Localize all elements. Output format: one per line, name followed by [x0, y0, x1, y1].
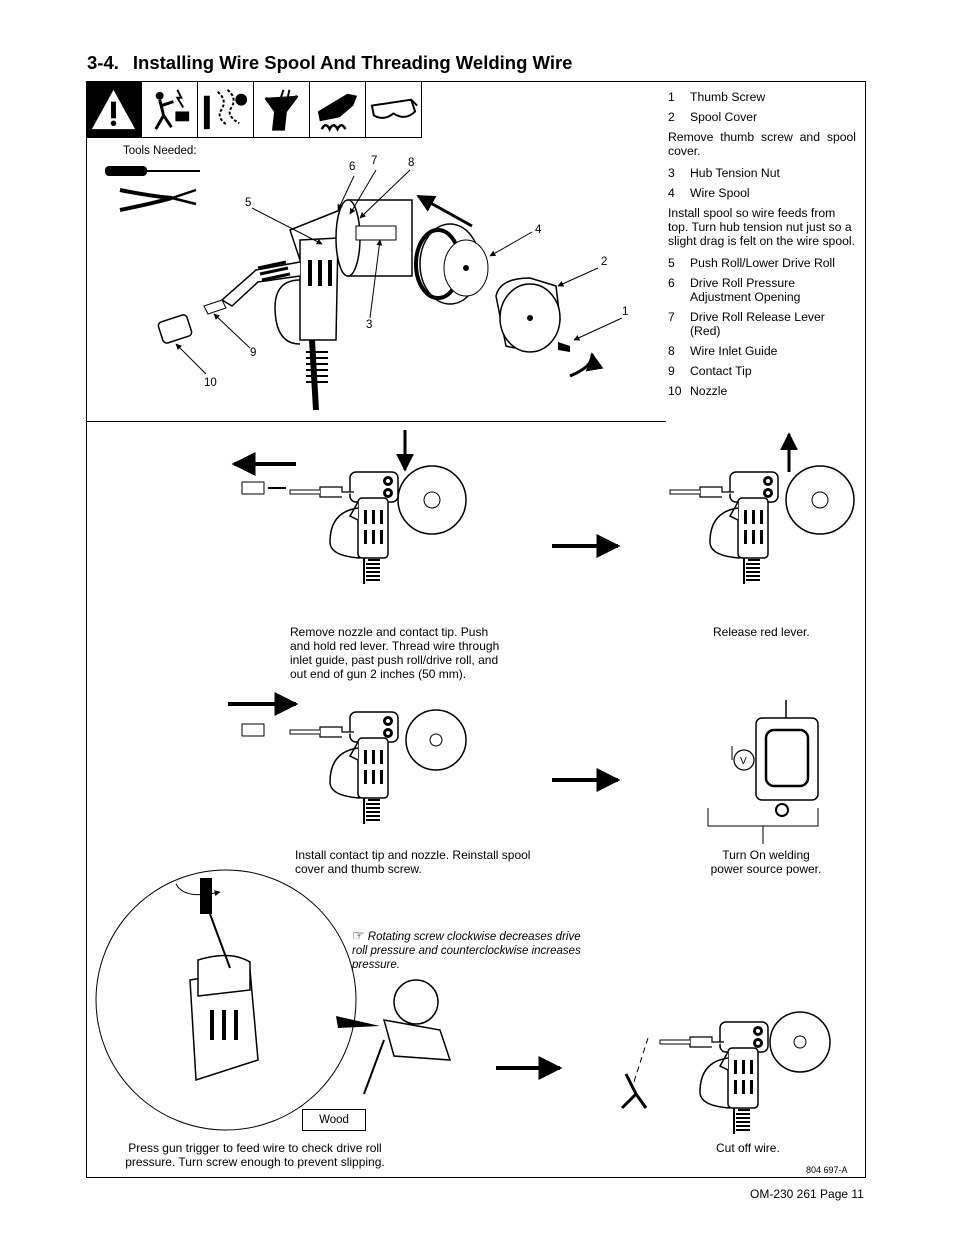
- step6-illustration: [620, 1011, 831, 1135]
- step1-caption: Remove nozzle and contact tip. Push and …: [290, 625, 500, 681]
- svg-text:V: V: [740, 756, 747, 767]
- section-number: 3-4.: [87, 52, 119, 73]
- callout-10: 10: [204, 377, 217, 389]
- exploded-gun-diagram: [157, 169, 623, 411]
- step1-illustration: [231, 430, 467, 585]
- callout-6: 6: [349, 161, 356, 173]
- burn-hand-icon: [310, 82, 366, 138]
- callout-4: 4: [535, 224, 542, 236]
- legend-note-install-spool: Install spool so wire feeds from top. Tu…: [668, 206, 855, 248]
- step6-caption: Cut off wire.: [716, 1141, 780, 1155]
- safety-glasses-icon: [366, 82, 422, 138]
- drive-roll-detail-illustration: [95, 869, 452, 1131]
- pliers-icon: [119, 188, 197, 212]
- drive-roll-pressure-note: ☞ Rotating screw clockwise decreases dri…: [352, 928, 592, 972]
- step4-caption: Turn On welding power source power.: [710, 848, 822, 876]
- callout-7: 7: [371, 155, 378, 167]
- section-title: 3-4. Installing Wire Spool And Threading …: [87, 52, 572, 74]
- figure-divider: [86, 421, 666, 422]
- fumes-icon: [198, 82, 254, 138]
- hot-parts-icon: [254, 82, 310, 138]
- power-switch-illustration: V: [707, 700, 819, 844]
- callout-5: 5: [245, 197, 252, 209]
- step2-caption: Release red lever.: [713, 625, 810, 639]
- screwdriver-icon: [105, 166, 200, 176]
- step2-illustration: [669, 432, 855, 585]
- pointing-hand-icon: ☞: [352, 927, 365, 943]
- warning-triangle-icon: [86, 82, 142, 138]
- callout-8: 8: [408, 157, 415, 169]
- page-footer: OM-230 261 Page 11: [750, 1187, 864, 1201]
- tools-needed-label: Tools Needed:: [123, 145, 197, 157]
- section-title-text: Installing Wire Spool And Threading Weld…: [132, 52, 573, 73]
- step5-caption: Press gun trigger to feed wire to check …: [125, 1141, 385, 1169]
- wood-label: Wood: [302, 1109, 366, 1131]
- warning-icon-strip: [86, 82, 422, 138]
- callout-2: 2: [601, 256, 608, 268]
- step3-caption: Install contact tip and nozzle. Reinstal…: [295, 848, 531, 876]
- callout-3: 3: [366, 319, 373, 331]
- legend-note-spool-cover: Remove thumb screw and spool cover.: [668, 130, 856, 158]
- callout-9: 9: [250, 347, 257, 359]
- step3-illustration: [228, 692, 467, 825]
- figure-frame: [86, 81, 866, 1178]
- callout-1: 1: [622, 306, 629, 318]
- electric-shock-icon: [142, 82, 198, 138]
- note-text: Rotating screw clockwise decreases drive…: [352, 931, 581, 971]
- figure-code: 804 697-A: [806, 1165, 848, 1175]
